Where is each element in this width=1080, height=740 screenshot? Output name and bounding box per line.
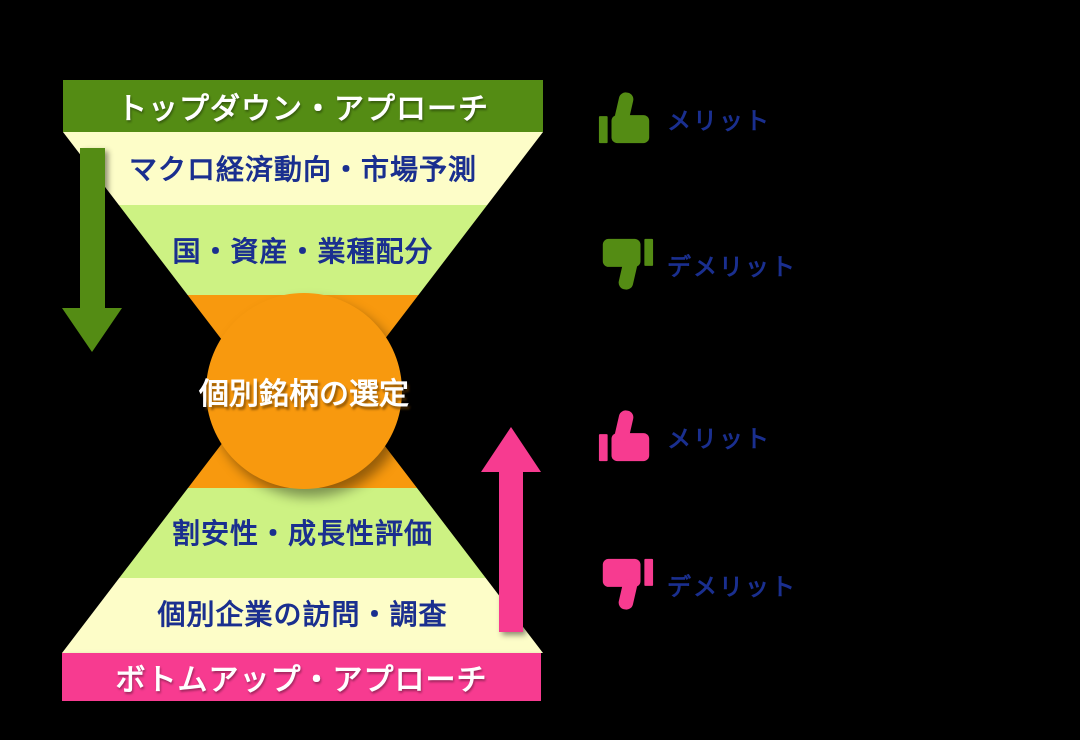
top-down-flow-arrow-icon — [62, 148, 122, 352]
top-down-approach-title: トップダウン・アプローチ — [117, 92, 489, 127]
bottom-up-demerit-row: デメリット — [597, 554, 797, 614]
thumbs-down-icon — [602, 238, 654, 290]
step-macro-forecast: マクロ経済動向・市場予測 — [128, 153, 477, 186]
top-down-merit-row: メリット — [597, 88, 771, 148]
step-valuation-growth: 割安性・成長性評価 — [171, 517, 433, 550]
top-down-approach-bar: トップダウン・アプローチ — [63, 80, 543, 132]
stock-selection-label: 個別銘柄の選定 — [199, 377, 409, 412]
thumbs-up-icon — [598, 92, 650, 144]
step-asset-allocation: 国・資産・業種配分 — [172, 235, 434, 268]
step-company-research: 個別企業の訪問・調査 — [157, 598, 448, 631]
bottom-up-demerit-label: デメリット — [667, 572, 797, 601]
thumbs-down-icon — [602, 558, 654, 610]
bottom-up-approach-bar: ボトムアップ・アプローチ — [62, 653, 541, 701]
stock-selection-circle: 個別銘柄の選定 — [199, 293, 409, 489]
top-down-demerit-row: デメリット — [597, 234, 797, 294]
bottom-up-approach-title: ボトムアップ・アプローチ — [115, 663, 488, 698]
bottom-funnel-band-research — [62, 578, 543, 653]
bottom-up-flow-arrow-icon — [481, 427, 541, 632]
bottom-up-merit-row: メリット — [597, 406, 771, 466]
top-funnel-band-macro — [63, 132, 543, 205]
bottom-up-merit-label: メリット — [667, 424, 771, 453]
top-down-demerit-label: デメリット — [667, 252, 797, 281]
thumbs-up-icon — [598, 410, 650, 462]
top-down-merit-label: メリット — [667, 106, 771, 135]
